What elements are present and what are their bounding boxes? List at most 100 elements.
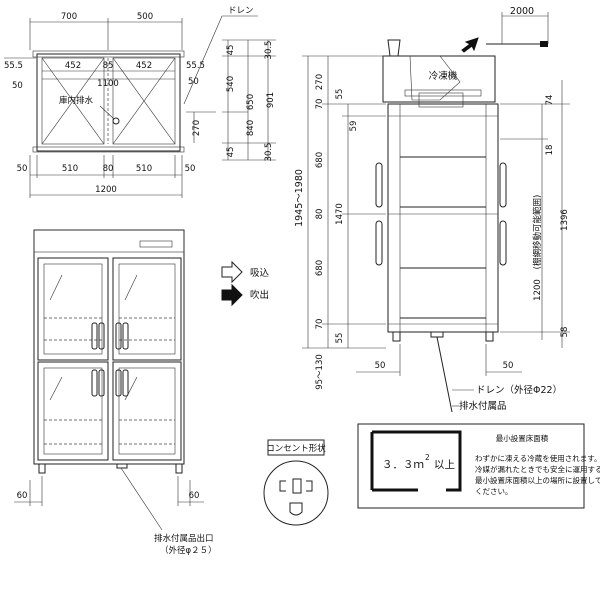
dim-bottom-510-left: 510 [62,164,78,174]
dim-side-70-bottom: 70 [315,319,325,330]
installation-note-2: 冷媒が漏れたときでも安全に運用するため [475,464,600,474]
drain-outlet-label: 排水付属品出口 [154,533,214,544]
front-nameplate [139,240,173,248]
leg-left [38,463,46,474]
dim-side-50-right: 50 [503,361,514,371]
shelf-range-label: (棚網移動可能範囲) [532,195,543,270]
exhaust-arrow-side-icon [461,37,479,53]
outlet-title-box [267,439,325,456]
intake-arrow-icon [221,260,243,284]
dim-inner-452-left: 452 [65,61,81,71]
dim-side-59: 59 [349,121,359,132]
dim-side-18: 18 [545,145,555,156]
installation-note-4: ください。 [475,487,513,496]
top-view-bottom-rail [32,146,185,153]
dim-front-60-right: 60 [189,491,200,501]
front-cabinet [33,229,185,465]
dim-side-270: 270 [315,74,325,90]
dim-side-55-top: 55 [335,89,345,100]
dim-v-901: 901 [266,92,276,108]
dim-total-1200: 1200 [95,185,117,195]
side-leg-back [485,331,494,342]
dim-v-30-5-top: 30.5 [264,41,274,60]
door-bottom-right [112,361,182,461]
dim-top-500: 500 [137,12,153,22]
front-view: 60 60 排水付属品出口 （外径φ２５） [14,229,217,556]
dim-top-700: 700 [61,12,77,22]
installation-note-3: 最小設置床面積以上の場所に設置して [475,475,600,485]
installation-title: 最小設置床面積 [496,433,549,443]
dim-front-60-left: 60 [17,491,28,501]
intake-label: 吸込 [250,268,270,279]
side-leg-front [392,331,401,342]
leg-right [175,463,183,474]
drain-outlet-spec: （外径φ２５） [160,545,217,556]
area-value: ３．３ｍ [382,459,424,471]
handle-top-right [115,322,122,350]
dim-v-650: 650 [246,94,256,110]
floor-drain-icon [112,117,120,125]
outlet-shape: コンセント形状 [263,439,329,526]
dim-side-1470: 1470 [335,203,345,225]
dim-v-540: 540 [226,76,236,92]
dim-side-50-left: 50 [375,361,386,371]
dim-side-1396: 1396 [560,209,570,231]
front-top-panel [33,229,185,253]
unit-label: 冷凍機 [429,70,458,82]
dim-right-50-top: 50 [188,77,199,87]
dim-side-height-range: 1945～1980 [294,169,305,227]
exhaust-label: 吹出 [250,289,269,301]
top-view-cabinet [36,53,181,152]
side-view: 冷凍機 2000 ドレン（外径Φ22） [294,6,570,413]
side-handle-upper [375,162,383,208]
outlet-title: コンセント形状 [266,443,326,454]
side-cabinet [387,103,499,333]
outlet-icon [263,460,329,526]
area-superscript: 2 [425,453,430,462]
exhaust-arrow-icon [221,283,243,307]
installation-area: ３．３ｍ 2 以上 最小設置床面積 わずかに凍える冷蔵を使用されます。 冷媒が漏… [357,423,600,509]
top-view-top-rail [32,50,185,58]
top-view-right-compartment [112,57,176,145]
door-top-left [37,257,109,361]
dim-side-1200: 1200 [533,279,543,301]
dim-left-55-5: 55.5 [4,61,23,71]
handle-top-left [91,322,98,350]
top-view-left-compartment [41,57,105,145]
door-top-right [112,257,182,361]
installation-note-1: わずかに凍える冷蔵を使用されます。 [475,453,600,463]
dim-side-74: 74 [545,95,555,106]
room-outline [372,430,462,492]
side-drain-fitting [430,331,444,338]
dim-inner-1100: 1100 [97,79,119,89]
dim-inner-452-right: 452 [136,61,152,71]
dim-v-30-5-bottom: 30.5 [264,143,274,162]
handle-bottom-right [115,369,122,397]
dim-v-45-bottom: 45 [226,147,236,158]
dim-bottom-80: 80 [103,164,114,174]
side-drain-label: ドレン（外径Φ22） [476,384,562,396]
dim-v-45-top: 45 [226,45,236,56]
dim-bottom-510-right: 510 [136,164,152,174]
dim-side-58: 58 [560,327,570,338]
dim-inner-85: 85 [103,61,114,71]
drain-pipe [436,336,453,413]
airflow-legend: 吸込 吹出 [221,260,270,307]
top-drain-label: ドレン [228,6,254,16]
dim-side-80: 80 [315,209,325,220]
top-view: 700 500 ドレン 452 85 452 1100 庫内排水 55.5 50… [4,6,276,198]
handle-bottom-left [91,369,98,397]
dim-cable-2000: 2000 [510,6,534,17]
dim-side-leg-range: 95～130 [315,354,325,390]
dim-left-50-top: 50 [12,81,23,91]
dim-v-840: 840 [246,120,256,136]
dim-right-55-5: 55.5 [186,61,205,71]
side-handle-lower [375,220,383,266]
dim-side-55-bottom: 55 [335,333,345,344]
floor-drain-label: 庫内排水 [59,95,94,106]
dim-side-70-top: 70 [315,99,325,110]
dim-bottom-50-left: 50 [17,164,28,174]
drain-outlet [116,463,128,469]
drain-accessory-label: 排水付属品 [459,400,507,412]
